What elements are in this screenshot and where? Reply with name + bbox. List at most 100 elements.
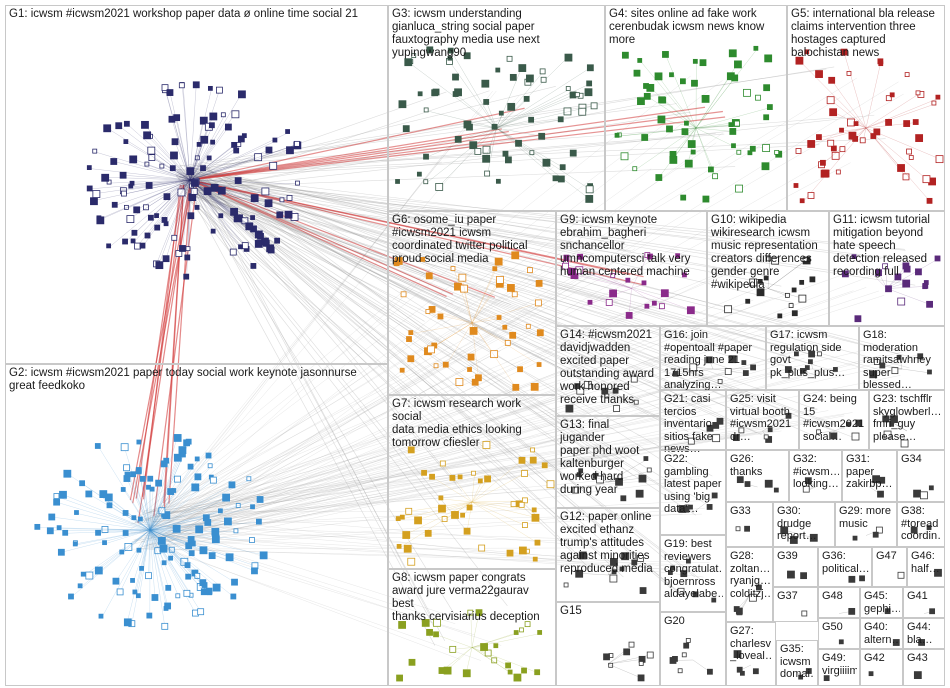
group-label-g47: G47	[876, 550, 897, 562]
group-label-g31: G31: paper zakirbp…	[846, 453, 893, 490]
group-label-g12: G12: paper online excited ethanz trump's…	[560, 511, 653, 575]
group-label-g40: G40: altern…	[864, 621, 900, 646]
group-label-g20: G20	[664, 615, 685, 627]
group-g24[interactable]: G24: being 15 #icwsm2021 social…	[799, 390, 869, 450]
group-label-g34: G34	[901, 453, 922, 465]
group-label-g44: G44: bla…	[907, 621, 933, 646]
group-g23[interactable]: G23: tschfflr skyglowberl… fmri_guy plea…	[869, 390, 945, 450]
group-g46[interactable]: G46: half…	[907, 547, 945, 587]
group-g36[interactable]: G36: political…	[818, 547, 872, 587]
group-label-g8: G8: icwsm paper congrats award jure verm…	[392, 572, 540, 623]
group-g2[interactable]: G2: icwsm #icwsm2021 paper today social …	[5, 364, 388, 686]
group-g45[interactable]: G45: gephi…	[860, 587, 903, 618]
group-g18[interactable]: G18: moderation ramitsawhney super bless…	[859, 326, 945, 391]
group-label-g2: G2: icwsm #icwsm2021 paper today social …	[9, 367, 357, 392]
group-label-g35: G35: icwsm domai…	[780, 643, 815, 680]
group-label-g43: G43	[907, 652, 928, 664]
group-g16[interactable]: G16: join #opentoall #paper reading june…	[660, 326, 766, 391]
group-label-g24: G24: being 15 #icwsm2021 social…	[803, 393, 865, 443]
group-label-g17: G17: icwsm regulation side govt pk_plus_…	[770, 329, 846, 379]
group-label-g29: G29: more music	[839, 505, 891, 530]
group-label-g30: G30: drudge report…	[777, 505, 817, 542]
group-label-g45: G45: gephi…	[864, 590, 900, 615]
group-label-g37: G37	[777, 590, 798, 602]
group-label-g9: G9: icwsm keynote ebrahim_bagheri snchan…	[560, 214, 691, 278]
group-label-g27: G27: charlesv _loveal…	[730, 625, 773, 662]
group-g9[interactable]: G9: icwsm keynote ebrahim_bagheri snchan…	[556, 211, 707, 326]
group-label-g3: G3: icwsm understanding gianluca_string …	[392, 8, 540, 59]
group-g30[interactable]: G30: drudge report…	[773, 502, 835, 547]
group-label-g4: G4: sites online ad fake work cerenbudak…	[609, 8, 765, 46]
group-label-g28: G28: zoltan… ryanjg… colditzj…	[730, 550, 770, 600]
group-g39[interactable]: G39	[773, 547, 818, 587]
group-label-g33: G33	[730, 505, 751, 517]
group-g47[interactable]: G47	[872, 547, 907, 587]
group-g42[interactable]: G42	[860, 649, 903, 686]
group-g19[interactable]: G19: best reviewers congratulat… bjoernr…	[660, 535, 726, 612]
group-label-g42: G42	[864, 652, 885, 664]
group-g41[interactable]: G41	[903, 587, 945, 618]
group-label-g39: G39	[777, 550, 798, 562]
group-g21[interactable]: G21: casi tercios inventario sitios fake…	[660, 390, 726, 455]
group-label-g38: G38: #toread coordin…	[901, 505, 942, 542]
group-g13[interactable]: G13: final jugander paper phd woot kalte…	[556, 416, 660, 508]
group-label-g18: G18: moderation ramitsawhney super bless…	[863, 329, 931, 391]
group-g44[interactable]: G44: bla…	[903, 618, 945, 649]
group-g4[interactable]: G4: sites online ad fake work cerenbudak…	[605, 5, 787, 211]
group-g6[interactable]: G6: osome_iu paper #icwsm2021 icwsm coor…	[388, 211, 556, 395]
group-g26[interactable]: G26: thanks	[726, 450, 789, 502]
group-label-g15: G15	[560, 605, 582, 617]
group-label-g26: G26: thanks	[730, 453, 763, 478]
group-g15[interactable]: G15	[556, 602, 660, 686]
group-label-g1: G1: icwsm #icwsm2021 workshop paper data…	[9, 8, 358, 20]
group-label-g50: G50	[822, 621, 843, 633]
group-g14[interactable]: G14: #icwsm2021 davidjwadden excited pap…	[556, 326, 660, 416]
group-g22[interactable]: G22: gambling latest paper using 'big da…	[660, 450, 726, 535]
group-label-g48: G48	[822, 590, 843, 602]
group-label-g10: G10: wikipedia wikiresearch icwsm music …	[711, 214, 818, 291]
group-label-g25: G25: visit virtual booth #icwsm2021 dr…	[730, 393, 792, 443]
group-g37[interactable]: G37	[773, 587, 818, 622]
group-g31[interactable]: G31: paper zakirbp…	[842, 450, 897, 502]
group-label-g11: G11: icwsm tutorial mitigation beyond ha…	[833, 214, 930, 278]
group-label-g22: G22: gambling latest paper using 'big da…	[664, 453, 722, 515]
group-g7[interactable]: G7: icwsm research work social data medi…	[388, 395, 556, 569]
group-label-g6: G6: osome_iu paper #icwsm2021 icwsm coor…	[392, 214, 528, 265]
group-g49[interactable]: G49: virgiiiim	[818, 649, 860, 686]
group-g34[interactable]: G34	[897, 450, 945, 502]
group-g50[interactable]: G50	[818, 618, 860, 649]
group-g32[interactable]: G32: #icwsm… looking…	[789, 450, 842, 502]
group-label-g32: G32: #icwsm… looking…	[793, 453, 839, 490]
group-g27[interactable]: G27: charlesv _loveal…	[726, 622, 776, 686]
group-label-g16: G16: join #opentoall #paper reading june…	[664, 329, 753, 391]
group-label-g7: G7: icwsm research work social data medi…	[392, 398, 522, 449]
group-g35[interactable]: G35: icwsm domai…	[776, 640, 818, 686]
group-g3[interactable]: G3: icwsm understanding gianluca_string …	[388, 5, 605, 211]
group-label-g19: G19: best reviewers congratulat… bjoernr…	[664, 538, 723, 600]
group-label-g21: G21: casi tercios inventario sitios fake…	[664, 393, 713, 455]
group-g1[interactable]: G1: icwsm #icwsm2021 workshop paper data…	[5, 5, 388, 364]
group-label-g46: G46: half…	[911, 550, 940, 575]
group-g12[interactable]: G12: paper online excited ethanz trump's…	[556, 508, 660, 602]
group-label-g36: G36: political…	[822, 550, 869, 575]
group-g43[interactable]: G43	[903, 649, 945, 686]
group-g5[interactable]: G5: international bla release claims int…	[787, 5, 945, 211]
group-g40[interactable]: G40: altern…	[860, 618, 903, 649]
group-g28[interactable]: G28: zoltan… ryanjg… colditzj…	[726, 547, 773, 622]
group-label-g49: G49: virgiiiim	[822, 652, 857, 677]
group-g33[interactable]: G33	[726, 502, 773, 547]
group-g8[interactable]: G8: icwsm paper congrats award jure verm…	[388, 569, 556, 686]
group-g25[interactable]: G25: visit virtual booth #icwsm2021 dr…	[726, 390, 799, 450]
group-g11[interactable]: G11: icwsm tutorial mitigation beyond ha…	[829, 211, 945, 326]
group-g38[interactable]: G38: #toread coordin…	[897, 502, 945, 547]
group-label-g5: G5: international bla release claims int…	[791, 8, 935, 59]
group-label-g41: G41	[907, 590, 928, 602]
group-g10[interactable]: G10: wikipedia wikiresearch icwsm music …	[707, 211, 829, 326]
group-label-g14: G14: #icwsm2021 davidjwadden excited pap…	[560, 329, 654, 406]
group-g48[interactable]: G48	[818, 587, 860, 618]
group-label-g13: G13: final jugander paper phd woot kalte…	[560, 419, 640, 496]
group-g20[interactable]: G20	[660, 612, 726, 686]
group-g29[interactable]: G29: more music	[835, 502, 897, 547]
group-g17[interactable]: G17: icwsm regulation side govt pk_plus_…	[766, 326, 859, 390]
